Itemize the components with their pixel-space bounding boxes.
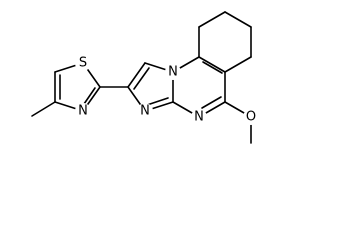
bond-imid-c1-c2-double: [133, 67, 150, 90]
bond-ring6-b: [224, 11, 252, 28]
atom-pyrimidine-nitrogen: N: [191, 109, 207, 125]
atom-label-imidazole-nitrogen: N: [140, 104, 150, 119]
atom-thiazole-nitrogen: N: [75, 103, 91, 119]
bond-fused-double-1: [198, 56, 226, 73]
atom-ether-oxygen: O: [243, 109, 259, 125]
bond-thz-n-c2-double: [83, 87, 96, 105]
atom-sulfur: S: [75, 55, 91, 71]
bond-ring6-d: [224, 56, 252, 73]
atom-labels: S N N N N O: [75, 55, 259, 125]
atom-label-sulfur: S: [79, 56, 87, 71]
atom-label-ether-oxygen: O: [246, 110, 256, 125]
structure-canvas: S N N N N O: [31, 11, 259, 144]
bond-ring6-a: [198, 11, 226, 28]
bond-fused-double-2: [202, 61, 223, 74]
molecule-diagram: S N N N N O: [31, 11, 259, 144]
atom-imidazole-nitrogen: N: [137, 103, 153, 119]
bond-imid-n-c4a-double: [146, 97, 169, 106]
atom-label-bridgehead-nitrogen: N: [168, 65, 178, 80]
atom-label-pyrimidine-nitrogen: N: [194, 110, 204, 125]
atom-label-thiazole-nitrogen: N: [78, 104, 88, 119]
atom-bridgehead-nitrogen: N: [165, 64, 181, 80]
bond-pyr-c5-n-double: [201, 96, 222, 109]
bond-imid-c1-c2: [127, 62, 146, 88]
bond-thz-methyl: [31, 101, 56, 117]
bonds: [31, 11, 252, 144]
